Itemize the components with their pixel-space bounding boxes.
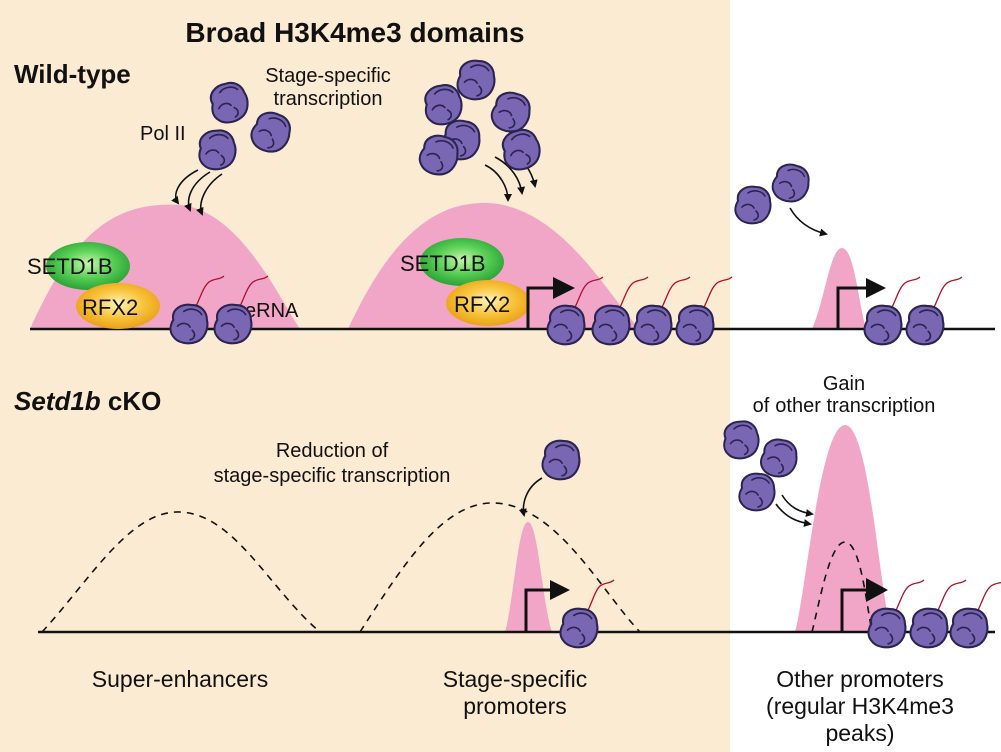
- pol-ii-icon: [909, 607, 949, 649]
- region-stage-promoters-2: promoters: [463, 693, 567, 719]
- pol-ii-icon: [424, 84, 463, 126]
- tss-arrowhead-stage-promoter-wt: [553, 277, 575, 299]
- ko-label-gene: Setd1b: [14, 386, 101, 416]
- pol-ii-icon: [546, 304, 586, 346]
- setd1b-label-2: SETD1B: [400, 251, 486, 276]
- pol-ii-icon: [867, 607, 907, 649]
- stage-transcription-label-2: transcription: [274, 88, 383, 110]
- rna-strand: [237, 275, 269, 311]
- erna-label: eRNA: [245, 300, 299, 322]
- rfx2-blob-2: [446, 280, 530, 326]
- rna-transcripts: [193, 275, 1001, 615]
- gain-label-1: Gain: [823, 373, 865, 395]
- pol-ii-icon: [591, 304, 631, 346]
- pol-ii-icon: [905, 304, 945, 346]
- recruit-arrows-other-promoter-ko: [775, 494, 814, 527]
- recruit-arrow-other-promoter-wt: [789, 207, 828, 237]
- setd1b-label-1: SETD1B: [27, 254, 113, 279]
- gain-label-word: Gain: [823, 373, 865, 395]
- broad-domain-background: [0, 0, 730, 752]
- rna-strand: [659, 276, 691, 312]
- tss-arrow-other-promoter-ko: [840, 588, 868, 632]
- reduction-label-2: stage-specific transcription: [214, 465, 451, 487]
- rna-strand: [889, 276, 921, 312]
- rna-strand: [585, 579, 615, 615]
- pol-ii-icon: [723, 420, 760, 460]
- rna-strand: [701, 276, 733, 312]
- ko-label-suffix: cKO: [101, 386, 162, 416]
- recruit-arrow-stage-promoter-ko: [518, 477, 543, 517]
- rna-strand: [572, 276, 604, 312]
- pol-ii-icon: [863, 304, 903, 346]
- pol-ii-icon: [759, 438, 798, 478]
- pol-ii-icon: [559, 607, 599, 649]
- wild-type-label: Wild-type: [14, 59, 131, 89]
- setd1b-blob-2: [420, 238, 504, 286]
- tss-arrow-stage-promoter-ko: [524, 588, 552, 632]
- rfx2-label-2: RFX2: [454, 292, 510, 317]
- rna-strand: [975, 581, 1001, 615]
- rna-strand: [931, 276, 963, 312]
- rna-strand: [893, 579, 925, 615]
- rna-strand: [935, 579, 967, 615]
- pol-ii-icon: [633, 304, 673, 346]
- ko-label: Setd1b cKO: [14, 386, 161, 416]
- rfx2-blob-1: [76, 283, 160, 329]
- diagram-title: Broad H3K4me3 domains: [185, 17, 524, 48]
- pol-ii-icon: [490, 91, 531, 133]
- rna-strand: [617, 276, 649, 312]
- pol-ii-icon: [213, 303, 253, 345]
- pol-ii-icon: [541, 439, 581, 481]
- pol-ii-molecules: [169, 59, 989, 649]
- gain-label-of: of: [753, 395, 770, 417]
- tss-arrowhead-other-promoter-wt: [866, 278, 886, 298]
- pol-ii-icon: [418, 134, 459, 176]
- pol-ii-icon: [250, 111, 291, 153]
- lost-domain-super-enhancer: [41, 511, 321, 633]
- pol-ii-icon: [771, 163, 810, 203]
- pol-ii-icon: [169, 303, 209, 345]
- recruit-arrows-super-enhancer: [171, 169, 223, 216]
- pol-ii-icon: [949, 607, 989, 649]
- tss-arrow-stage-promoter-wt: [526, 286, 556, 329]
- reduction-label-1: Reduction of: [276, 440, 389, 462]
- stage-transcription-label-1: Stage-specific: [265, 65, 391, 87]
- pol-ii-icon: [198, 129, 237, 171]
- region-other-promoters-1: Other promoters: [776, 666, 943, 692]
- gain-label-rest: other transcription: [775, 395, 935, 417]
- pol-ii-label: Pol II: [140, 123, 186, 145]
- tss-arrow-other-promoter-wt: [836, 286, 868, 329]
- pol-ii-icon: [209, 81, 249, 124]
- tss-arrowhead-other-promoter-ko: [866, 578, 888, 602]
- narrow-peak-stage-promoter-ko: [505, 522, 552, 632]
- pol-ii-icon: [675, 304, 715, 346]
- setd1b-blob-1: [46, 242, 130, 290]
- rfx2-label-1: RFX2: [82, 295, 138, 320]
- tss-arrowhead-stage-promoter-ko: [550, 580, 570, 600]
- region-stage-promoters-1: Stage-specific: [443, 666, 587, 692]
- pol-ii-icon: [501, 128, 541, 171]
- region-other-promoters-2: (regular H3K4me3: [766, 693, 954, 719]
- region-other-promoters-3: peaks): [825, 720, 894, 746]
- region-super-enhancers: Super-enhancers: [92, 666, 268, 692]
- pol-ii-icon: [734, 185, 772, 225]
- lost-domain-stage-promoter: [359, 502, 641, 633]
- rna-strand: [193, 275, 225, 311]
- pol-ii-icon: [738, 472, 776, 512]
- pol-ii-icon: [456, 59, 496, 101]
